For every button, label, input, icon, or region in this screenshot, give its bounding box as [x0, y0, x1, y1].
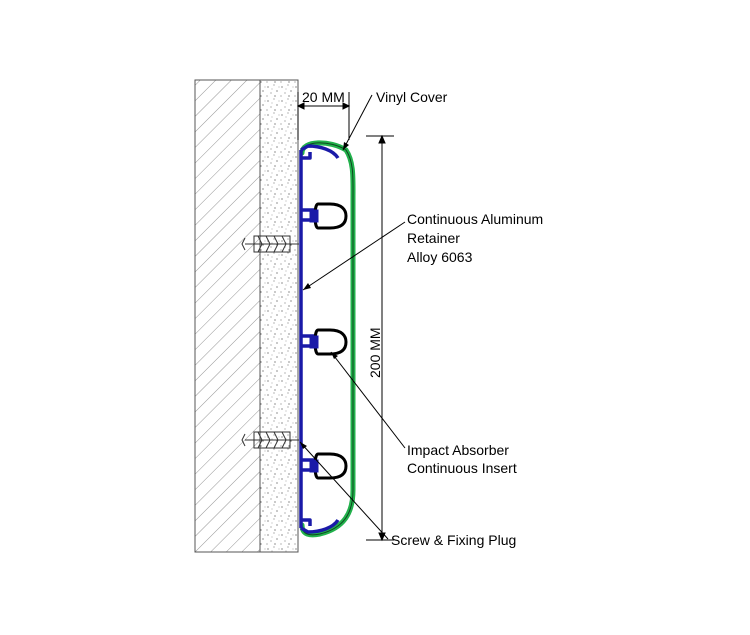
- label-retainer-line3: Alloy 6063: [407, 249, 473, 265]
- fixing-plug-lower: [241, 431, 299, 449]
- leader-lines: [299, 94, 406, 540]
- label-absorber-line1: Impact Absorber: [407, 442, 509, 458]
- dimension-top-label: 20 MM: [302, 89, 345, 105]
- impact-absorber-middle: [309, 328, 348, 356]
- label-screw: Screw & Fixing Plug: [391, 532, 516, 548]
- aluminum-retainer: [299, 144, 340, 534]
- impact-absorber-bottom: [309, 452, 348, 480]
- label-vinyl-cover: Vinyl Cover: [376, 89, 448, 105]
- impact-absorber-top: [309, 202, 348, 230]
- wall-section: [194, 79, 261, 553]
- label-retainer-line1: Continuous Aluminum: [407, 211, 543, 227]
- dimension-height: [366, 134, 394, 542]
- label-absorber-line2: Continuous Insert: [407, 460, 517, 476]
- dimension-top: [296, 92, 351, 140]
- label-retainer-line2: Retainer: [407, 230, 460, 246]
- dimension-height-label: 200 MM: [367, 327, 383, 378]
- fixing-plug-upper: [241, 235, 299, 253]
- plaster-layer: [259, 79, 299, 553]
